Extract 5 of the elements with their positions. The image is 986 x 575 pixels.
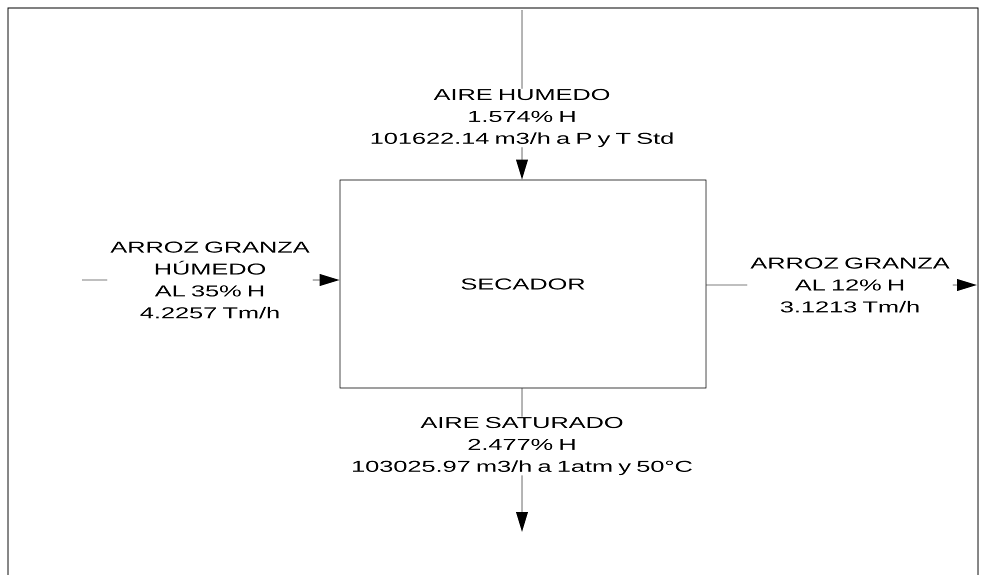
stream-label: ARROZ GRANZA HÚMEDO AL 35% H 4.2257 Tm/h [110,242,310,318]
process-box: SECADOR [340,180,706,388]
stream-label: AIRE SATURADO 2.477% H 103025.97 m3/h a 1atm y 50°C [353,416,692,476]
stream-label: AIRE HUMEDO 1.574% H 101622.14 m3/h a P y T Std [372,88,673,148]
stream-label: ARROZ GRANZA AL 12% H 3.1213 Tm/h [750,258,950,312]
